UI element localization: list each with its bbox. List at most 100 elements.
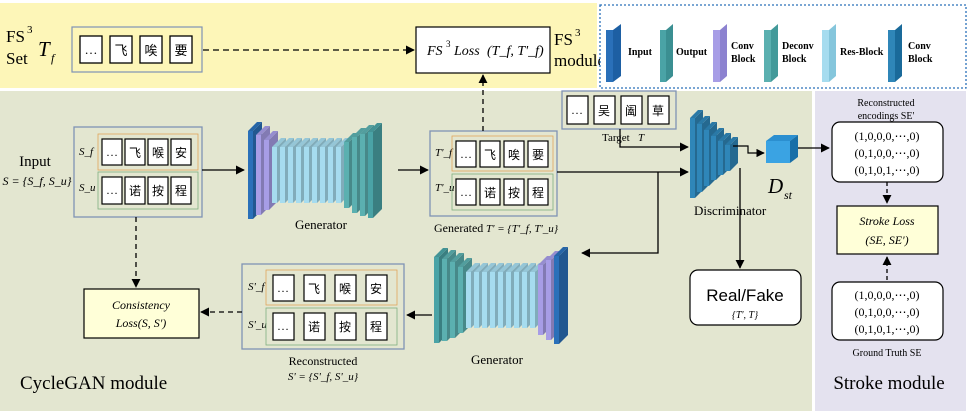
encoding-row: (0,1,0,0,⋯,0) (855, 305, 920, 319)
glyph-card: 诺 (124, 176, 146, 205)
svg-text:(T_f, T'_f): (T_f, T'_f) (487, 44, 544, 59)
generated-box (429, 130, 558, 217)
svg-text:D: D (767, 174, 783, 198)
svg-text:Block: Block (731, 54, 756, 65)
svg-text:FS: FS (554, 30, 573, 49)
fs3-loss-text: FS 3 Loss (T_f, T'_f) (426, 39, 544, 59)
svg-text:Output: Output (676, 47, 708, 58)
cyclegan-module-label: CycleGAN module (20, 373, 167, 394)
generator-top-label: Generator (295, 217, 348, 232)
glyph-card: … (79, 35, 103, 64)
glyph-card: 吴 (593, 95, 616, 125)
svg-text:要: 要 (174, 43, 187, 58)
svg-text:T' = {T'_f, T'_u}: T' = {T'_f, T'_u} (486, 223, 559, 235)
svg-text:喉: 喉 (339, 282, 351, 296)
legend-deconv: Deconv Block (764, 24, 814, 82)
input-glyphs-f: … 飞 喉 安 (101, 138, 192, 166)
svg-text:Generated: Generated (434, 221, 483, 235)
svg-text:Block: Block (908, 54, 933, 65)
svg-text:…: … (277, 281, 289, 295)
stroke-loss-box (836, 205, 939, 255)
realfake-args: {T', T} (732, 310, 758, 321)
reconstructed-row-f-label: S'_f (248, 281, 266, 293)
svg-text:吴: 吴 (598, 104, 610, 118)
input-glyphs-u: … 诺 按 程 (101, 176, 192, 205)
stroke-reconstructed-line1: Reconstructed (857, 98, 914, 109)
consistency-loss-box (83, 288, 200, 339)
glyph-card: 程 (170, 176, 192, 205)
stroke-module-label: Stroke module (833, 373, 944, 394)
glyph-card: 飞 (109, 35, 133, 64)
legend-resblock: Res-Block (822, 24, 884, 82)
reconstructed-row-u-frame (265, 307, 398, 346)
encoding-row: (1,0,0,0,⋯,0) (855, 288, 920, 302)
glyph-card: 唉 (503, 140, 525, 168)
glyph-card: 飞 (303, 274, 326, 302)
glyph-card: 安 (365, 274, 388, 302)
fs3-loss-box (415, 26, 551, 74)
glyph-card: 安 (170, 138, 192, 166)
target-label: Target T (602, 132, 645, 144)
encoding-row: (1,0,0,0,⋯,0) (855, 129, 920, 143)
generated-row-u-label: T'_u (435, 182, 455, 194)
encoding-row: (0,1,0,0,⋯,0) (855, 146, 920, 160)
consistency-loss-line1: Consistency (112, 298, 171, 312)
glyph-card: 喉 (334, 274, 357, 302)
svg-text:FS: FS (6, 27, 25, 46)
reconstructed-glyphs-f: … 飞 喉 安 (272, 274, 388, 302)
svg-text:唉: 唉 (144, 43, 157, 58)
glyph-card: 飞 (479, 140, 501, 168)
target-box (561, 90, 677, 130)
svg-text:按: 按 (152, 184, 164, 198)
fs3-set-label: FS 3 Set T f (6, 24, 56, 68)
glyph-card: 按 (503, 178, 525, 206)
svg-text:诺: 诺 (484, 186, 496, 200)
ground-truth-encodings-box (831, 281, 944, 341)
fs3-module-label: FS 3 module (554, 27, 605, 70)
generated-glyphs-f: … 飞 唉 要 (455, 140, 549, 168)
svg-text:Conv: Conv (731, 41, 754, 52)
svg-text:f: f (51, 51, 56, 65)
svg-text:Deconv: Deconv (782, 41, 814, 52)
svg-text:要: 要 (532, 148, 544, 162)
svg-text:程: 程 (532, 185, 544, 200)
glyph-card: 喉 (147, 138, 169, 166)
svg-text:程: 程 (175, 183, 187, 198)
realfake-box (689, 269, 802, 326)
reconstructed-box (241, 263, 405, 350)
glyph-card: 程 (527, 178, 549, 206)
svg-text:3: 3 (575, 27, 581, 39)
legend-conv: Conv Block (713, 24, 756, 82)
ground-truth-label: Ground Truth SE (853, 348, 922, 359)
svg-text:…: … (460, 185, 472, 199)
glyph-card: … (455, 140, 477, 168)
svg-text:T: T (38, 37, 51, 61)
svg-text:3: 3 (27, 24, 33, 36)
stroke-loss-line1: Stroke Loss (859, 214, 915, 228)
svg-text:3: 3 (446, 39, 451, 49)
svg-text:S = {S_f, S_u}: S = {S_f, S_u} (2, 174, 71, 188)
glyph-card: 要 (169, 35, 193, 64)
svg-text:唉: 唉 (508, 148, 520, 162)
svg-text:飞: 飞 (308, 282, 320, 296)
glyph-card: 程 (365, 312, 388, 341)
input-row-su-label: S_u (79, 182, 96, 194)
generated-row-u-frame (451, 173, 554, 211)
generated-row-f-label: T'_f (435, 147, 454, 159)
svg-text:按: 按 (508, 186, 520, 200)
svg-text:Reconstructed: Reconstructed (289, 354, 358, 368)
input-row-su-frame (97, 171, 199, 210)
svg-text:按: 按 (339, 320, 351, 334)
svg-text:…: … (85, 42, 98, 57)
svg-text:阖: 阖 (625, 103, 637, 118)
stroke-reconstructed-line2: encodings SE' (858, 111, 915, 122)
glyph-card: … (272, 312, 295, 341)
svg-text:飞: 飞 (114, 43, 127, 58)
glyph-card: 阖 (620, 95, 643, 125)
legend-output: Output (660, 24, 708, 82)
glyph-card: … (455, 178, 477, 206)
svg-text:…: … (571, 103, 583, 117)
svg-text:S' = {S'_f, S'_u}: S' = {S'_f, S'_u} (288, 371, 359, 383)
reconstructed-row-u-label: S'_u (248, 319, 267, 331)
dst-block (766, 135, 798, 163)
